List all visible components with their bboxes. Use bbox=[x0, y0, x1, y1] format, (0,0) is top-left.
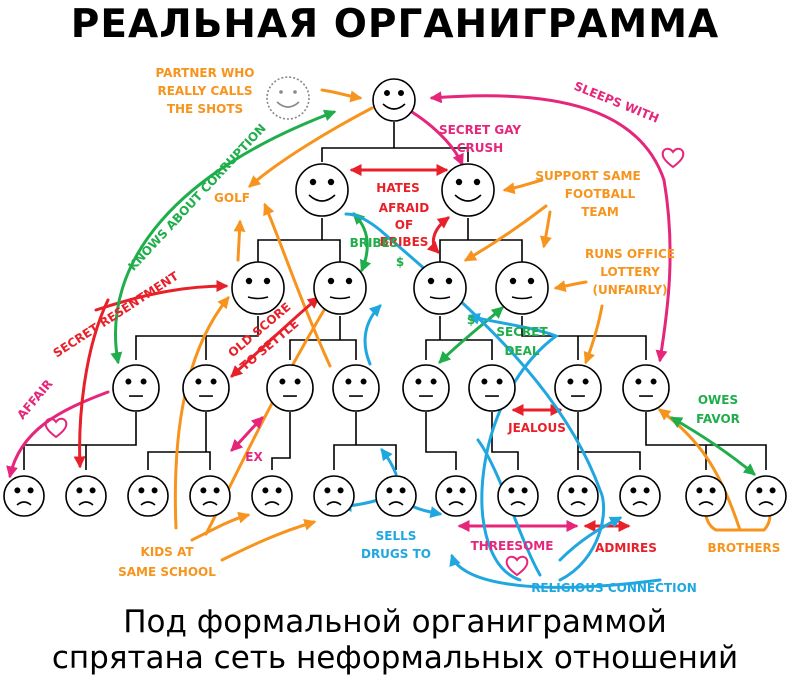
label-golf: GOLF bbox=[214, 191, 250, 205]
arrow-corruption bbox=[110, 109, 337, 365]
svg-text:CRUSH: CRUSH bbox=[457, 141, 503, 155]
arrow-ex bbox=[230, 416, 264, 452]
worker-face-sad bbox=[435, 475, 477, 517]
staff-face bbox=[112, 364, 160, 412]
svg-text:DRUGS TO: DRUGS TO bbox=[361, 547, 431, 561]
arrow-afraid-bribes bbox=[426, 216, 450, 254]
arrow-lottery bbox=[553, 280, 588, 293]
worker-face-sad bbox=[65, 475, 107, 517]
heart-icon bbox=[661, 147, 685, 169]
label-football: SUPPORT SAME bbox=[535, 169, 640, 183]
heart-icons bbox=[44, 147, 685, 577]
label-affair: AFFAIR bbox=[14, 377, 55, 422]
vp-face-happy-left bbox=[295, 163, 349, 217]
label-owes-favor: OWES bbox=[698, 393, 738, 407]
worker-face-sad bbox=[251, 475, 293, 517]
staff-face bbox=[468, 364, 516, 412]
worker-face-sad bbox=[685, 475, 727, 517]
arrow-religious-a bbox=[449, 553, 662, 589]
org-faces bbox=[231, 76, 549, 315]
label-lottery: RUNS OFFICE bbox=[585, 247, 675, 261]
label-partner: PARTNER WHO bbox=[155, 66, 254, 80]
label-dollar-2: $ bbox=[467, 313, 475, 327]
manager-face-3 bbox=[413, 261, 467, 315]
label-ex: EX bbox=[245, 450, 263, 464]
arrow-partner bbox=[320, 88, 363, 103]
label-admires: ADMIRES bbox=[595, 541, 657, 555]
arrow-owes-favor bbox=[669, 416, 756, 476]
partner-face-happy bbox=[266, 76, 310, 120]
staff-face bbox=[182, 364, 230, 412]
svg-text:BRIBES: BRIBES bbox=[350, 236, 399, 250]
staff-face bbox=[554, 364, 602, 412]
arrow-sleeps-with bbox=[429, 91, 672, 363]
worker-face-sad bbox=[313, 475, 355, 517]
staff-faces bbox=[112, 364, 670, 412]
heart-icon bbox=[44, 417, 68, 439]
label-secret-deal: SECRET bbox=[496, 325, 548, 339]
manager-face-1 bbox=[231, 261, 285, 315]
svg-text:(UNFAIRLY): (UNFAIRLY) bbox=[592, 283, 667, 297]
arrow-religious-c bbox=[467, 313, 560, 582]
diagram-title: РЕАЛЬНАЯ ОРГАНИГРАММА bbox=[70, 2, 720, 47]
ceo-face-happy bbox=[372, 78, 416, 122]
arrow-golf-a bbox=[233, 219, 246, 262]
svg-text:LOTTERY: LOTTERY bbox=[600, 265, 660, 279]
staff-face bbox=[266, 364, 314, 412]
worker-face-sad bbox=[375, 475, 417, 517]
label-sleeps-with: SLEEPS WITH bbox=[572, 79, 661, 126]
label-jealous: JEALOUS bbox=[507, 421, 566, 435]
label-dollar: $ bbox=[396, 255, 404, 269]
caption-line-1: Под формальной органиграммой bbox=[123, 604, 667, 640]
label-brothers: BROTHERS bbox=[708, 541, 781, 555]
svg-text:FAVOR: FAVOR bbox=[696, 412, 740, 426]
worker-face-sad bbox=[745, 475, 787, 517]
svg-text:OF: OF bbox=[395, 218, 413, 232]
svg-text:THE SHOTS: THE SHOTS bbox=[167, 102, 243, 116]
worker-face-sad bbox=[189, 475, 231, 517]
svg-text:DEAL: DEAL bbox=[504, 344, 539, 358]
label-afraid: AFRAID bbox=[379, 201, 429, 215]
arrow-religious-d bbox=[558, 516, 623, 562]
label-hates: HATES bbox=[376, 181, 419, 195]
label-sells-drugs: SELLS bbox=[376, 529, 417, 543]
svg-text:TEAM: TEAM bbox=[581, 205, 619, 219]
arrow-football-c bbox=[539, 210, 552, 249]
worker-face-sad bbox=[3, 475, 45, 517]
heart-icon bbox=[505, 555, 529, 577]
arrow-sells-drugs-a bbox=[380, 448, 398, 476]
worker-face-sad bbox=[557, 475, 599, 517]
worker-face-sad bbox=[127, 475, 169, 517]
label-kids-school: KIDS AT bbox=[140, 545, 194, 559]
svg-text:BRIBES: BRIBES bbox=[380, 235, 429, 249]
label-threesome: THREESOME bbox=[471, 539, 554, 553]
caption-line-2: спрятана сеть неформальных отношений bbox=[51, 640, 739, 676]
staff-face bbox=[622, 364, 670, 412]
arrow-secret-deal bbox=[438, 306, 504, 364]
manager-face-4 bbox=[495, 261, 549, 315]
manager-face-2 bbox=[313, 261, 367, 315]
svg-text:REALLY CALLS: REALLY CALLS bbox=[157, 84, 252, 98]
arrow-gay-crush bbox=[410, 110, 464, 167]
arrow-resentment-b bbox=[73, 298, 110, 469]
label-gay-crush: SECRET GAY bbox=[439, 123, 521, 137]
staff-face bbox=[332, 364, 380, 412]
staff-face bbox=[402, 364, 450, 412]
arrow-sells-drugs-c bbox=[410, 504, 443, 519]
worker-face-sad bbox=[619, 475, 661, 517]
arrow-bribes bbox=[352, 212, 372, 273]
arrow-kids-c bbox=[190, 511, 251, 542]
worker-face-sad bbox=[497, 475, 539, 517]
label-religious: RELIGIOUS CONNECTION bbox=[531, 581, 697, 595]
svg-text:FOOTBALL: FOOTBALL bbox=[565, 187, 636, 201]
arrow-lottery-b bbox=[583, 304, 604, 365]
arrow-sells-drugs-d bbox=[363, 304, 382, 366]
svg-text:SAME SCHOOL: SAME SCHOOL bbox=[118, 565, 216, 579]
vp-face-happy-right bbox=[441, 163, 495, 217]
relationship-arrows bbox=[6, 88, 772, 589]
worker-faces-sad bbox=[3, 475, 787, 517]
arrow-kids-d bbox=[220, 518, 317, 562]
arrow-brothers-b bbox=[704, 514, 772, 532]
